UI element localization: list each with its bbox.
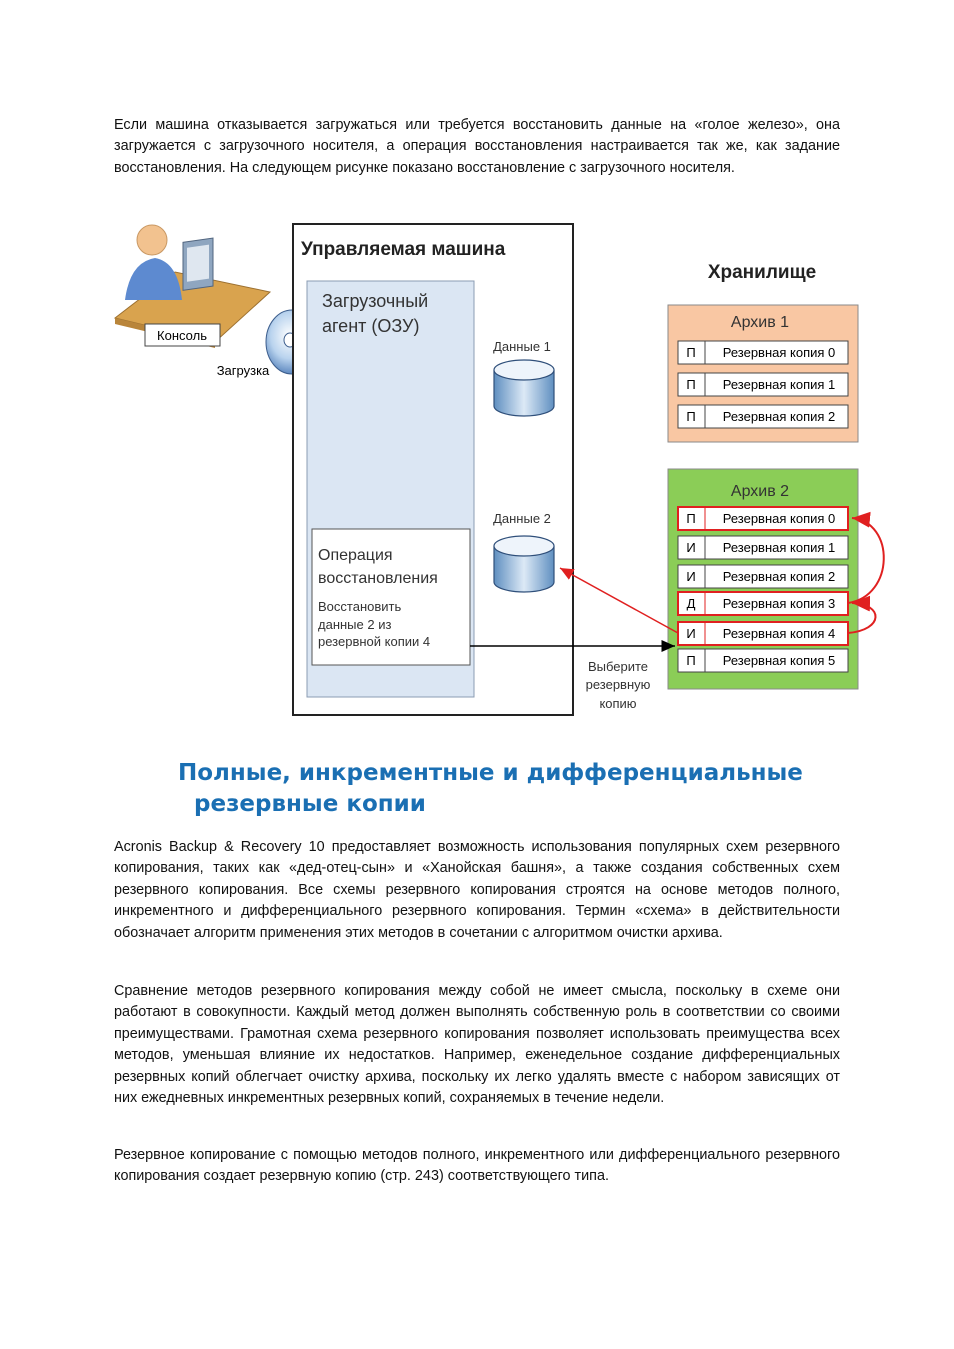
dependency-arrow-3-to-0 [847, 511, 885, 604]
operation-desc-line2: данные 2 из [318, 617, 391, 632]
data1-label: Данные 1 [493, 339, 551, 354]
data2-label: Данные 2 [493, 511, 551, 526]
archive-2-row-5: П Резервная копия 5 [677, 648, 849, 673]
archive-1-row-1: П Резервная копия 1 [677, 372, 849, 397]
operation-desc-line1: Восстановить [318, 599, 401, 614]
archive-1-row-name: Резервная копия 0 [723, 345, 836, 360]
archive-1-title: Архив 1 [731, 314, 789, 331]
select-label-line2: резервную [586, 677, 651, 692]
operation-label-line2: восстановления [318, 570, 438, 587]
boot-media-recovery-diagram: Консоль Загрузка Управляемая машина Загр… [113, 223, 885, 716]
select-label-line3: копию [599, 696, 636, 711]
managed-machine-title: Управляемая машина [301, 239, 506, 260]
data1-cylinder-icon [493, 359, 555, 417]
archive-2-row-name: Резервная копия 5 [723, 653, 836, 668]
archive-2-row-name: Резервная копия 1 [723, 540, 836, 555]
archive-1-row-name: Резервная копия 2 [723, 409, 836, 424]
console-workstation: Консоль [113, 224, 272, 348]
archive-1-row-2: П Резервная копия 2 [677, 404, 849, 429]
agent-label-line1: Загрузочный [322, 291, 428, 311]
restore-arrow [559, 567, 679, 634]
paragraph-1: Acronis Backup & Recovery 10 предоставля… [114, 839, 840, 941]
data2-cylinder-icon [493, 535, 555, 593]
paragraph-3: Резервное копирование с помощью методов … [114, 1147, 840, 1185]
archive-2-row-type: И [686, 569, 695, 584]
archive-1: Архив 1 П Резервная копия 0 П Резервная … [667, 304, 859, 443]
storage-title: Хранилище [708, 262, 816, 283]
archive-1-row-type: П [686, 409, 695, 424]
archive-2-row-name: Резервная копия 3 [723, 596, 836, 611]
archive-2-row-type: И [686, 540, 695, 555]
archive-2-row-0: П Резервная копия 0 [677, 506, 849, 531]
archive-2-row-4: И Резервная копия 4 [677, 621, 849, 646]
section-heading-line1: Полные, инкрементные и дифференциальные [178, 760, 803, 786]
dependency-arrow-4-to-3 [847, 595, 877, 634]
archive-2-row-type: И [686, 626, 695, 641]
boot-label: Загрузка [217, 363, 270, 378]
select-label-line1: Выберите [588, 659, 648, 674]
intro-paragraph: Если машина отказывается загружаться или… [114, 117, 840, 176]
archive-1-row-0: П Резервная копия 0 [677, 340, 849, 365]
archive-2-row-1: И Резервная копия 1 [677, 535, 849, 560]
console-label: Консоль [157, 328, 207, 343]
recovery-operation-box [311, 528, 471, 666]
archive-1-row-type: П [686, 345, 695, 360]
archive-1-row-name: Резервная копия 1 [723, 377, 836, 392]
agent-label-line2: агент (ОЗУ) [322, 316, 419, 336]
archive-1-row-type: П [686, 377, 695, 392]
archive-2-title: Архив 2 [731, 483, 789, 500]
section-heading-line2: резервные копии [194, 791, 426, 817]
operation-desc-line3: резервной копии 4 [318, 634, 430, 649]
archive-2: Архив 2 П Резервная копия 0 И Резервная … [667, 468, 859, 690]
archive-2-row-type: Д [687, 596, 696, 611]
section-heading: Полные, инкрементные и дифференциальные … [178, 758, 858, 820]
archive-2-row-name: Резервная копия 0 [723, 511, 836, 526]
archive-2-row-name: Резервная копия 4 [723, 626, 836, 641]
archive-2-row-name: Резервная копия 2 [723, 569, 836, 584]
archive-2-row-type: П [686, 511, 695, 526]
archive-2-row-2: И Резервная копия 2 [677, 564, 849, 589]
paragraph-2: Сравнение методов резервного копирования… [114, 983, 840, 1107]
archive-2-row-type: П [686, 653, 695, 668]
archive-2-row-3: Д Резервная копия 3 [677, 591, 849, 616]
operation-label-line1: Операция [318, 547, 393, 564]
